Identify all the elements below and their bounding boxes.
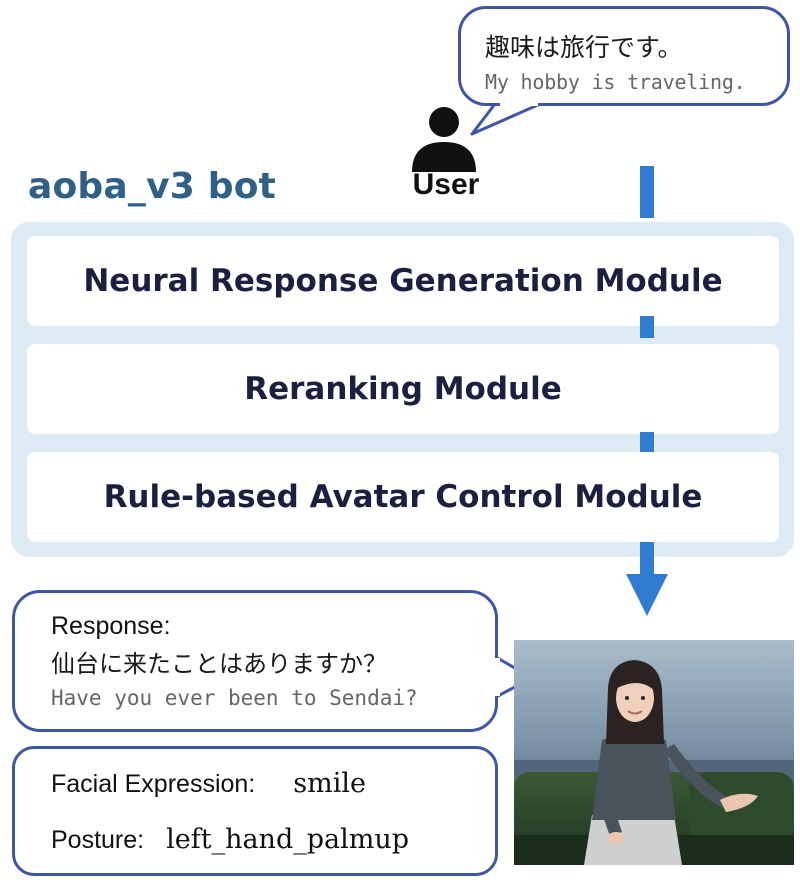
response-bubble-box: Response: 仙台に来たことはありますか？ Have you ever b… [12, 590, 498, 732]
posture-value: left_hand_palmup [166, 824, 410, 855]
response-japanese: 仙台に来たことはありますか？ [51, 650, 387, 678]
expression-label: Facial Expression: [51, 770, 256, 798]
user-icon [412, 107, 476, 172]
user-bubble-tail [470, 99, 541, 136]
user-message-english: My hobby is traveling. [485, 70, 746, 94]
avatar-image [514, 640, 794, 865]
module-rule-based-avatar-control: Rule-based Avatar Control Module [27, 452, 779, 542]
module-reranking: Reranking Module [27, 344, 779, 434]
response-english: Have you ever been to Sendai? [51, 686, 418, 710]
posture-label: Posture: [51, 826, 145, 854]
bot-title: aoba_v3 bot [28, 166, 277, 207]
user-speech-bubble: 趣味は旅行です。 My hobby is traveling. [0, 0, 800, 160]
user-label: User [412, 168, 480, 201]
user-bubble-tail-mask [500, 100, 538, 106]
bot-module-frame: Neural Response Generation Module Rerank… [11, 222, 794, 557]
user-bubble-box: 趣味は旅行です。 My hobby is traveling. [458, 6, 790, 106]
posture-row: Posture: left_hand_palmup [51, 823, 495, 857]
response-label: Response: [51, 612, 171, 640]
response-bubble-tail-mask [492, 658, 500, 696]
expression-value: smile [293, 768, 366, 799]
user-message-japanese: 趣味は旅行です。 [485, 33, 683, 62]
module-neural-response-generation: Neural Response Generation Module [27, 236, 779, 326]
expression-row: Facial Expression: smile [51, 767, 495, 815]
avatar-control-box: Facial Expression: smile Posture: left_h… [12, 746, 498, 876]
